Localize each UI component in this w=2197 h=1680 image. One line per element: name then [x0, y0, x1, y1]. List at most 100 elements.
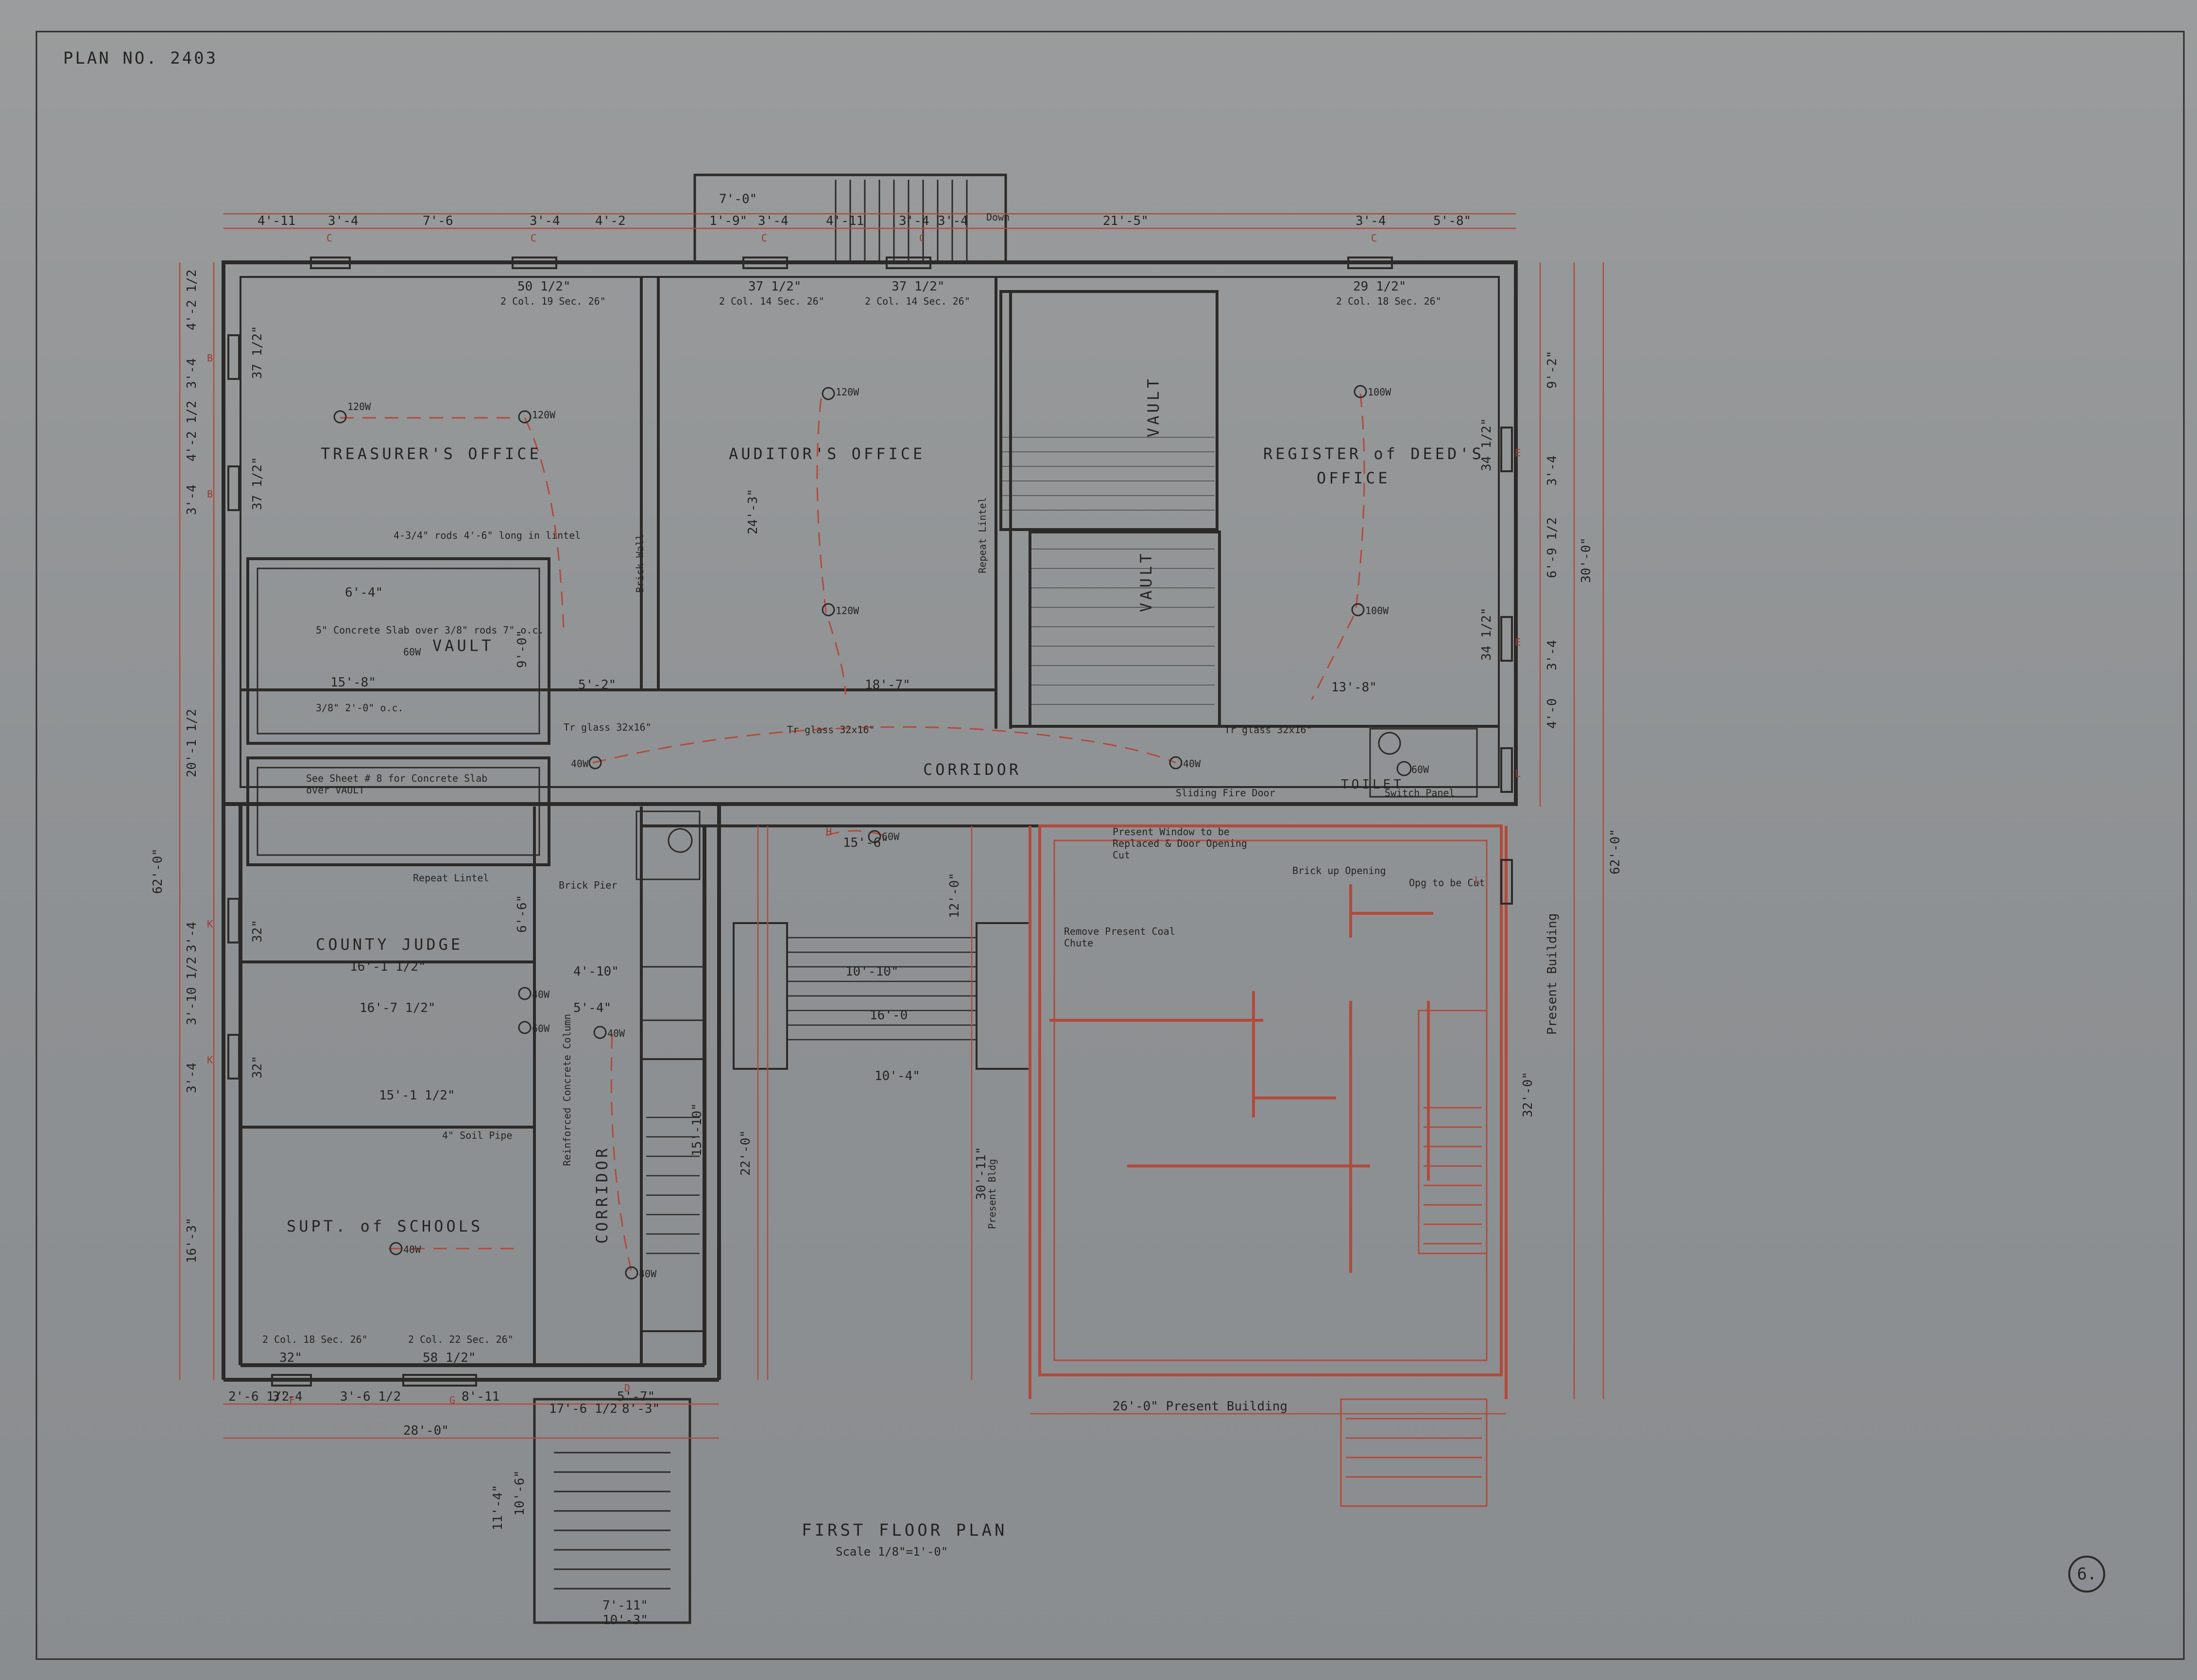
dim-top-11: 3'-4	[938, 214, 968, 228]
dim-top-5: 4'-2	[595, 214, 626, 228]
window-mark-17: D	[624, 1382, 631, 1394]
light-label-2: 120W	[532, 409, 556, 421]
light-label-5: 100W	[1368, 386, 1391, 398]
note-trglass-1: Tr glass 32x16"	[564, 721, 652, 733]
window-mark-16: G	[449, 1394, 456, 1406]
dim-int-6: 18'-7"	[865, 678, 910, 692]
room-auditor: AUDITOR'S OFFICE	[729, 445, 926, 463]
window-size-9: 32"	[250, 920, 265, 943]
dim-bottom-7: 17'-6 1/2	[549, 1402, 618, 1416]
note-soil-pipe: 4" Soil Pipe	[442, 1130, 513, 1141]
sheet-border	[35, 31, 2185, 1660]
window-mark-15: H	[826, 826, 832, 838]
note-trglass-3: Tr glass 32x16"	[1224, 724, 1312, 736]
window-size-2: 37 1/2"	[748, 279, 802, 294]
dim-int-23: 9'-0"	[515, 630, 530, 668]
window-mark-3: C	[761, 232, 768, 244]
dim-bottom-8: 8'-3"	[622, 1402, 660, 1416]
dim-int-22: 6'-4"	[345, 585, 383, 600]
window-size-1: 50 1/2"	[517, 279, 571, 294]
dim-left-2: 3'-4	[185, 358, 199, 389]
dim-int-14: 5'-4"	[573, 1001, 612, 1015]
dim-int-12: 22'-0"	[738, 1130, 753, 1176]
window-mark-14: F	[289, 1394, 295, 1406]
light-label-11: 60W	[1411, 764, 1429, 775]
note-present-window: Present Window to be Replaced & Door Ope…	[1113, 826, 1247, 861]
left-vault-walls	[246, 557, 550, 866]
dim-left-7: 3'-4	[185, 922, 199, 952]
room-vault-right-lower: VAULT	[1137, 550, 1155, 612]
dim-top-1: 4'-11	[257, 214, 296, 228]
plan-number: PLAN NO. 2403	[63, 49, 218, 68]
note-present-building: Present Building	[1545, 913, 1560, 1035]
note-rods-2ft: 3/8" 2'-0" o.c.	[316, 702, 404, 714]
window-size-8: 34 1/2"	[1479, 607, 1494, 661]
dim-top-3: 7'-6	[423, 214, 453, 228]
note-repeat-lintel: Repeat Lintel	[413, 872, 489, 884]
window-size-4: 29 1/2"	[1353, 279, 1407, 294]
dimension-lines	[179, 213, 1604, 1439]
dim-bottom-3: 3'-6 1/2	[340, 1389, 401, 1404]
window-mark-10: K	[207, 918, 213, 930]
light-label-6: 100W	[1365, 605, 1389, 617]
note-brick-up: Brick up Opening	[1292, 865, 1386, 876]
light-label-10: 40W	[1183, 758, 1201, 770]
window-mark-4: C	[919, 232, 926, 244]
dim-int-20: 15'-8"	[330, 675, 376, 690]
room-toilet: TOILET	[1341, 777, 1404, 792]
window-size-10: 32"	[250, 1056, 265, 1079]
dim-top-12: 21'-5"	[1103, 214, 1149, 228]
dim-bottom-2: 3'-4	[272, 1389, 303, 1404]
light-label-16: 40W	[639, 1268, 657, 1280]
new-building-walls	[222, 260, 1518, 1382]
room-register: REGISTER of DEED'S	[1263, 445, 1484, 463]
dim-bottom-1: 2'-6 1/2	[228, 1389, 290, 1404]
plan-scale: Scale 1/8"=1'-0"	[836, 1545, 948, 1559]
window-mark-13: L	[1475, 874, 1481, 886]
plan-title: FIRST FLOOR PLAN	[802, 1521, 1008, 1540]
room-treasurer: TREASURER'S OFFICE	[321, 445, 542, 463]
window-size-12: 58 1/2"	[423, 1351, 476, 1365]
room-corridor-vertical: CORRIDOR	[593, 1145, 611, 1244]
window-mark-12: L	[1515, 768, 1521, 779]
note-trglass-2: Tr glass 32x16"	[787, 724, 875, 736]
dim-int-15: 6'-6"	[515, 894, 530, 933]
dim-int-5: 24'-3"	[746, 489, 760, 534]
dim-left-4: 3'-4	[185, 484, 199, 515]
window-mark-9: E	[1515, 636, 1521, 648]
light-label-7: 60W	[403, 646, 421, 658]
dim-int-19: 12'-0"	[947, 873, 962, 918]
dim-bottom-10: 10'-3"	[602, 1613, 648, 1628]
dim-bottom-9: 7'-11"	[602, 1598, 648, 1613]
dim-left-3: 4'-2 1/2	[185, 400, 199, 462]
note-see-sheet: See Sheet # 8 for Concrete Slab over VAU…	[306, 772, 488, 796]
room-vault-left: VAULT	[432, 636, 494, 655]
note-switch-panel: Switch Panel	[1385, 787, 1455, 799]
dim-bottom-4: 8'-11	[462, 1389, 500, 1404]
dim-bottom-6: 28'-0"	[403, 1423, 449, 1438]
dim-top-4: 3'-4	[530, 214, 560, 228]
window-frames	[227, 257, 1513, 1387]
note-rods-lintel: 4-3/4" rods 4'-6" long in lintel	[394, 530, 581, 541]
dim-bottom-5: 5'-7"	[617, 1389, 655, 1404]
light-label-4: 120W	[836, 605, 859, 617]
note-present-building-bottom: 26'-0" Present Building	[1113, 1399, 1288, 1414]
dim-top-6: 7'-0"	[719, 192, 757, 206]
window-mark-1: C	[326, 232, 333, 244]
dim-right-7: 62'-0"	[1608, 829, 1623, 874]
note-vault-slab: 5" Concrete Slab over 3/8" rods 7" o.c.	[316, 624, 544, 636]
light-label-9: 40W	[571, 758, 589, 770]
note-reinforced-col: Reinforced Concrete Column	[561, 1013, 573, 1166]
dim-right-8: 32'-0"	[1521, 1072, 1535, 1117]
dim-right-2: 3'-4	[1545, 455, 1560, 486]
dim-right-4: 30'-0"	[1579, 537, 1594, 583]
dim-right-1: 9'-2"	[1545, 350, 1560, 389]
note-repeat-lintel-2: Repeat Lintel	[977, 497, 988, 573]
present-building-stair	[1340, 1010, 1488, 1507]
dim-left-6: 62'-0"	[151, 848, 165, 894]
front-stair-treads	[554, 1452, 670, 1590]
window-size-11: 32"	[279, 1351, 302, 1365]
dim-top-14: 5'-8"	[1433, 214, 1472, 228]
window-spec-4: 2 Col. 18 Sec. 26"	[1336, 295, 1442, 307]
